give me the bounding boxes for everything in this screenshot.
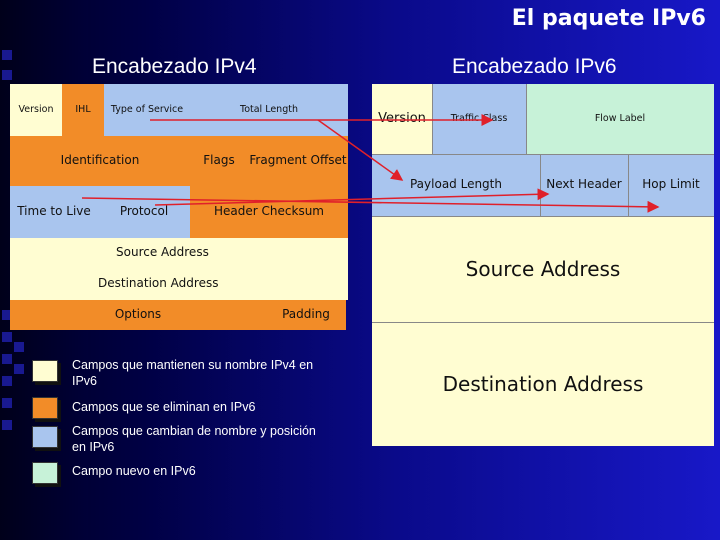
ipv6-hop-limit-field: Hop Limit xyxy=(628,154,714,216)
ipv4-checksum-field: Header Checksum xyxy=(190,186,348,238)
ipv6-destination-address-field: Destination Address xyxy=(372,322,714,446)
decor-square xyxy=(2,376,12,386)
decor-square xyxy=(2,398,12,408)
decor-square xyxy=(2,310,12,320)
ipv4-fragment-offset-field: Fragment Offset xyxy=(248,136,348,186)
ipv4-heading: Encabezado IPv4 xyxy=(92,55,257,78)
ipv6-row-divider xyxy=(372,154,714,155)
legend-swatch-kept xyxy=(32,360,58,382)
decor-square xyxy=(2,420,12,430)
ipv4-total-length-field: Total Length xyxy=(190,84,348,136)
ipv4-identification-field: Identification xyxy=(10,136,190,186)
decor-square xyxy=(2,332,12,342)
ipv6-col-divider xyxy=(540,154,541,216)
ipv6-col-divider xyxy=(432,84,433,154)
arrow-ttl-to-hop-limit xyxy=(81,197,660,213)
ipv4-padding-field: Padding xyxy=(266,300,346,330)
page-title: El paquete IPv6 xyxy=(511,6,706,31)
legend-swatch-changed xyxy=(32,426,58,448)
ipv6-col-divider xyxy=(526,84,527,154)
legend-label-new: Campo nuevo en IPv6 xyxy=(72,464,196,478)
ipv6-col-divider xyxy=(628,154,629,216)
ipv6-row-divider xyxy=(372,322,714,323)
ipv4-ihl-field: IHL xyxy=(62,84,104,136)
ipv4-version-field: Version xyxy=(10,84,62,136)
ipv4-destination-address-field: Destination Address xyxy=(10,268,348,300)
ipv4-ttl-field: Time to Live xyxy=(10,186,98,238)
ipv6-payload-length-field: Payload Length xyxy=(372,154,540,216)
arrow-total-length-to-payload-length xyxy=(317,119,404,181)
ipv6-row-divider xyxy=(372,216,714,217)
decor-square xyxy=(2,70,12,80)
decor-square xyxy=(14,342,24,352)
arrow-protocol-to-next-header xyxy=(154,188,550,206)
ipv6-traffic-class-field: Traffic Class xyxy=(432,84,526,154)
ipv4-protocol-field: Protocol xyxy=(98,186,190,238)
ipv4-flags-field: Flags xyxy=(190,136,248,186)
decor-square xyxy=(14,364,24,374)
legend-label-kept: Campos que mantienen su nombre IPv4 en I… xyxy=(72,358,314,388)
decor-square xyxy=(2,50,12,60)
legend-swatch-new xyxy=(32,462,58,484)
ipv4-options-field: Options xyxy=(10,300,266,330)
legend-label-changed: Campos que cambian de nombre y posición … xyxy=(72,424,316,454)
ipv6-version-field: Version xyxy=(372,84,432,154)
ipv6-flow-label-field: Flow Label xyxy=(526,84,714,154)
legend-swatch-removed xyxy=(32,397,58,419)
ipv6-source-address-field: Source Address xyxy=(372,216,714,322)
ipv4-tos-field: Type of Service xyxy=(104,84,190,136)
ipv6-heading: Encabezado IPv6 xyxy=(452,55,617,78)
decor-square xyxy=(2,354,12,364)
ipv4-source-address-field: Source Address xyxy=(10,238,348,268)
legend-label-removed: Campos que se eliminan en IPv6 xyxy=(72,400,256,414)
